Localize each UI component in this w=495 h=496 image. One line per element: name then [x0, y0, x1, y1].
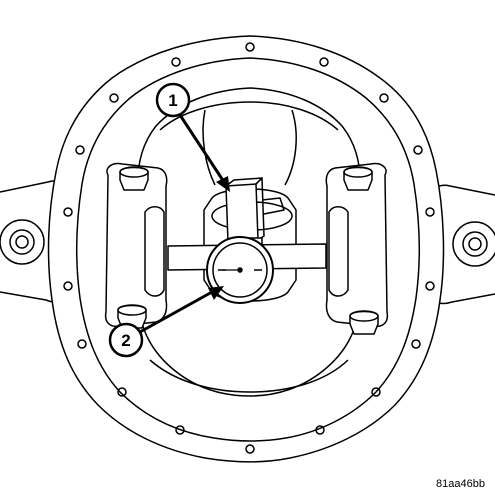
cover-flange-inner: [76, 57, 420, 442]
bearing-cap-bolt-upper-left: [119, 166, 149, 191]
figure-reference-code: 81aa46bb: [436, 478, 485, 490]
dial-indicator-bracket: [225, 183, 259, 243]
right-bearing-cap: [325, 162, 389, 328]
callout-1: 1: [155, 82, 230, 192]
left-bearing-cap: [104, 162, 168, 328]
bearing-cap-bolt-lower-right: [349, 310, 379, 335]
callout-1-number: 1: [168, 91, 177, 110]
callout-2: 2: [108, 286, 224, 358]
right-mount-boss: [452, 221, 495, 267]
bearing-cap-bolt-upper-right: [343, 166, 373, 191]
cover-bolt-holes: [63, 42, 435, 454]
bearing-cap-bolt-lower-left: [117, 304, 147, 329]
callout-2-number: 2: [121, 331, 130, 350]
left-mount-boss: [0, 219, 45, 265]
